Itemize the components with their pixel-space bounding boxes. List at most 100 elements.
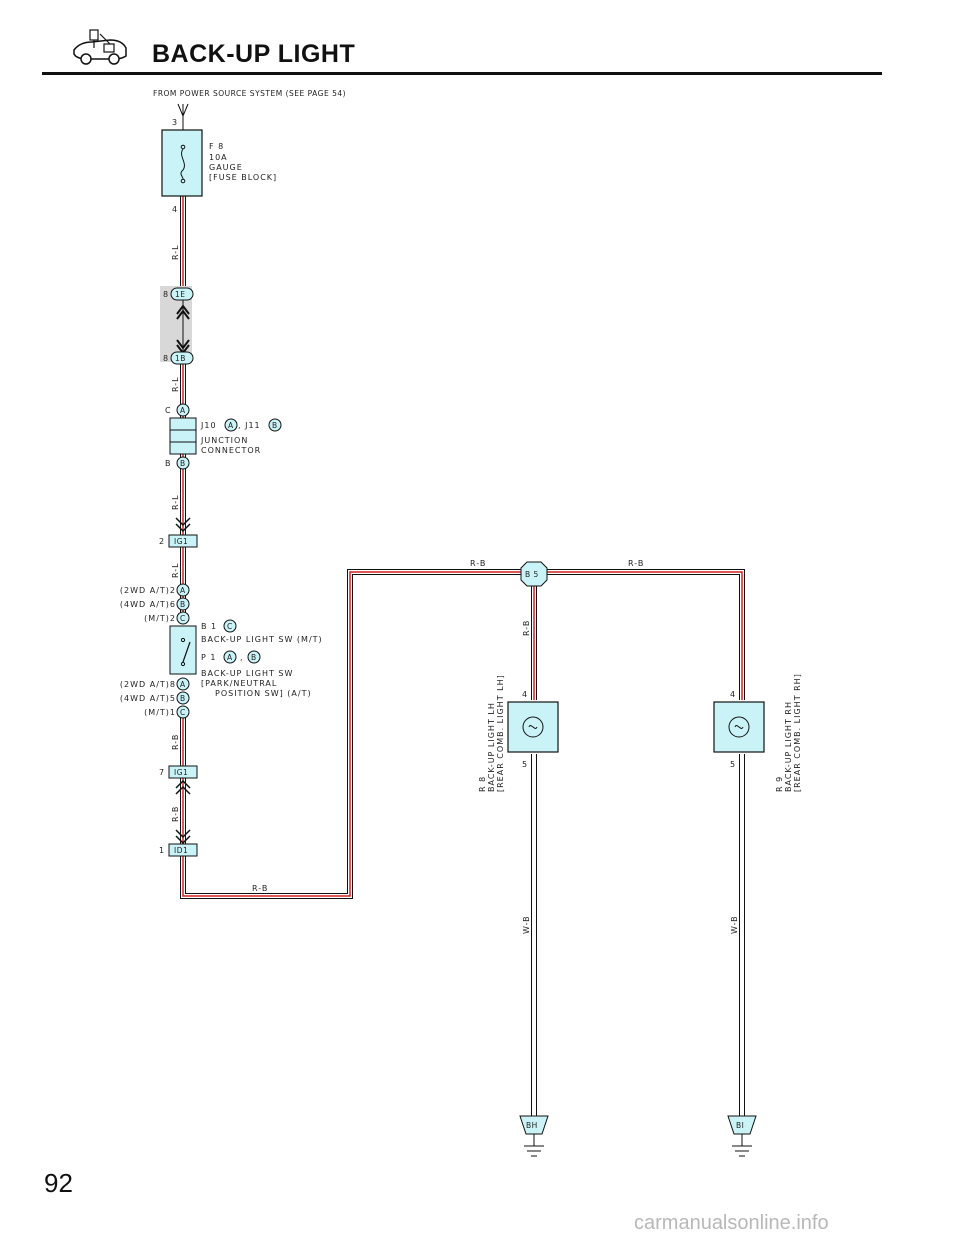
wire-label-r-b-bottom: R-B: [252, 884, 268, 893]
svg-text:BI: BI: [736, 1121, 744, 1130]
wire-label-r-b-3: R-B: [522, 620, 531, 636]
junction-name-2: CONNECTOR: [201, 446, 261, 455]
lamp-lh-pin-top: 4: [522, 690, 528, 699]
back-up-light-switch[interactable]: [169, 625, 197, 675]
svg-text:C: C: [180, 614, 186, 623]
switch-pin-row-top-1: (4WD A/T)6: [120, 600, 176, 609]
switch-tags-bottom: A B C: [176, 677, 190, 719]
lamp-rh-location: [REAR COMB. LIGHT RH]: [793, 673, 802, 792]
ig1-lower-chevron-up: [175, 779, 191, 795]
ground-bi[interactable]: BI: [727, 1115, 757, 1157]
connector-1e[interactable]: 1E: [170, 287, 194, 301]
fuse-rating: 10A: [209, 153, 228, 162]
ig1-lower-pin: 7: [159, 768, 165, 777]
id1-pin: 1: [159, 846, 165, 855]
switch-p1-code: P 1: [201, 653, 216, 662]
wire-label-r-b-2: R-B: [171, 806, 180, 822]
switch-pin-row-bottom-2: (M/T)1: [144, 708, 176, 717]
fuse-code: F 8: [209, 142, 224, 151]
page-number: 92: [44, 1168, 73, 1198]
fuse-location: [FUSE BLOCK]: [209, 173, 277, 182]
wire-w-b: [531, 754, 745, 1116]
car-wiring-logo-icon: [70, 26, 130, 70]
connector-ig1-upper[interactable]: IG1: [168, 534, 198, 548]
switch-p1-sep: ,: [240, 653, 244, 662]
lamp-rh[interactable]: [713, 701, 765, 753]
junction-name-1: JUNCTION: [200, 436, 248, 445]
wire-label-r-l-1: R-L: [171, 244, 180, 260]
connector-id1[interactable]: ID1: [168, 843, 198, 857]
connector-1e-pin: 8: [163, 290, 169, 299]
svg-text:B: B: [180, 600, 186, 609]
title-rule: [42, 72, 882, 75]
source-label: FROM POWER SOURCE SYSTEM (SEE PAGE 54): [153, 89, 346, 98]
wire-r-b-lower: [180, 569, 745, 899]
lamp-lh-location: [REAR COMB. LIGHT LH]: [496, 674, 505, 792]
page-title: BACK-UP LIGHT: [152, 40, 356, 68]
switch-b1-name: BACK-UP LIGHT SW (M/T): [201, 635, 323, 644]
lamp-rh-code: R 9: [775, 776, 784, 792]
junction-connector-j10-j11[interactable]: [169, 417, 197, 455]
wire-label-r-l-3: R-L: [171, 494, 180, 510]
svg-text:B 5: B 5: [525, 570, 539, 579]
wire-label-r-b-top-left: R-B: [470, 559, 486, 568]
svg-text:A: A: [228, 421, 234, 430]
ig1-upper-pin: 2: [159, 537, 165, 546]
connector-up-chevron: [176, 304, 190, 320]
svg-text:B: B: [180, 459, 186, 468]
watermark: carmanualsonline.info: [634, 1212, 829, 1234]
switch-tags-top: A B C: [176, 583, 190, 625]
wire-label-r-b-1: R-B: [171, 734, 180, 750]
fuse-f8[interactable]: [161, 129, 203, 197]
lamp-rh-pin-top: 4: [730, 690, 736, 699]
fuse-pin-bottom: 4: [172, 205, 178, 214]
svg-text:1B: 1B: [175, 354, 186, 363]
connector-1b-pin: 8: [163, 354, 169, 363]
junction-pin-bottom: B: [165, 459, 172, 468]
svg-text:A: A: [227, 653, 233, 662]
id1-chevron: [175, 829, 191, 845]
switch-p1-name-1: BACK-UP LIGHT SW: [201, 669, 293, 678]
junction-tag-bottom: [176, 456, 190, 470]
svg-text:A: A: [180, 406, 186, 415]
lamp-lh-code: R 8: [478, 776, 487, 792]
lamp-rh-name: BACK-UP LIGHT RH: [784, 701, 793, 792]
switch-pin-row-bottom-1: (4WD A/T)5: [120, 694, 176, 703]
junction-code-a: J10: [200, 421, 217, 430]
lamp-lh-name: BACK-UP LIGHT LH: [487, 702, 496, 792]
junction-tag-top: [176, 403, 190, 417]
junction-code-b: , J11: [238, 421, 261, 430]
svg-text:IG1: IG1: [174, 768, 188, 777]
connector-ig1-lower[interactable]: IG1: [168, 765, 198, 779]
wire-label-w-b-lh: W-B: [522, 915, 531, 934]
junction-pin-top: C: [165, 406, 172, 415]
wire-label-w-b-rh: W-B: [730, 915, 739, 934]
fuse-name: GAUGE: [209, 163, 243, 172]
wire-label-r-b-top-right: R-B: [628, 559, 644, 568]
ig1-upper-chevron: [175, 517, 191, 533]
svg-text:ID1: ID1: [174, 846, 188, 855]
junction-b5[interactable]: B 5: [520, 561, 548, 587]
switch-p1-name-3: POSITION SW] (A/T): [215, 689, 312, 698]
lamp-rh-pin-bottom: 5: [730, 760, 736, 769]
svg-text:B: B: [180, 694, 186, 703]
connector-1b[interactable]: 1B: [170, 351, 194, 365]
svg-text:BH: BH: [526, 1121, 538, 1130]
switch-pin-row-top-0: (2WD A/T)2: [120, 586, 176, 595]
switch-pin-row-bottom-0: (2WD A/T)8: [120, 680, 176, 689]
svg-text:A: A: [180, 586, 186, 595]
svg-text:IG1: IG1: [174, 537, 188, 546]
ground-bh[interactable]: BH: [519, 1115, 549, 1157]
svg-text:B: B: [272, 421, 278, 430]
wire-label-r-l-2: R-L: [171, 376, 180, 392]
fuse-pin-top: 3: [172, 118, 178, 127]
svg-text:C: C: [227, 622, 233, 631]
lamp-lh[interactable]: [507, 701, 559, 753]
switch-p1-name-2: [PARK/NEUTRAL: [201, 679, 277, 688]
lamp-lh-pin-bottom: 5: [522, 760, 528, 769]
wire-label-r-l-4: R-L: [171, 562, 180, 578]
svg-text:B: B: [251, 653, 257, 662]
switch-b1-code: B 1: [201, 622, 217, 631]
switch-pin-row-top-2: (M/T)2: [144, 614, 176, 623]
